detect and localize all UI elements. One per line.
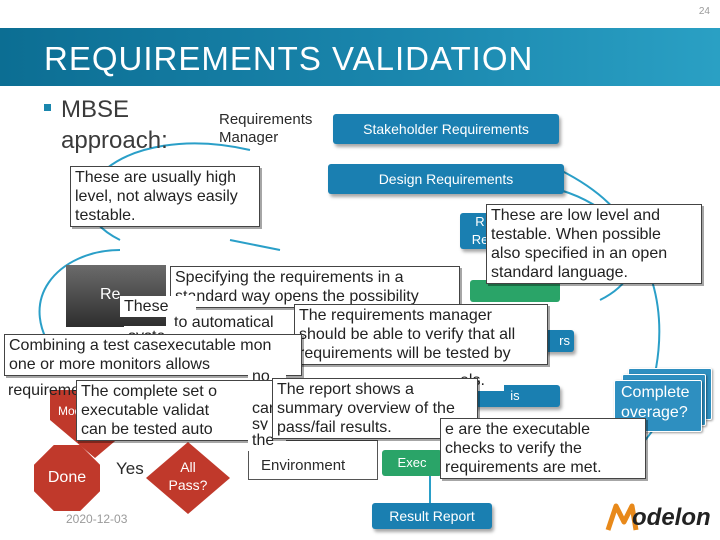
callout-executable-checks: e are the executable checks to verify th… xyxy=(440,418,646,479)
callout-low-level: These are low level and testable. When p… xyxy=(486,204,702,284)
callout-line: The requirements manager xyxy=(299,306,543,325)
combining-part-1: Combining a test cas xyxy=(9,337,158,354)
all-pass-text: All Pass? xyxy=(152,458,224,494)
yes-label: Yes xyxy=(116,460,144,478)
all-label: All xyxy=(152,458,224,476)
callout-line: should be able to verify that all xyxy=(299,325,543,344)
combining-part-2: executable mon xyxy=(158,337,271,354)
environment-label: Environment xyxy=(261,457,345,474)
callout-line: These are usually high xyxy=(75,168,255,187)
modelon-logo-text: odelon xyxy=(632,504,711,532)
requirements-manager-line-2: Manager xyxy=(219,129,312,147)
callout-specifying: Specifying the requirements in a standar… xyxy=(170,266,460,308)
callout-line: summary overview of the xyxy=(277,399,473,418)
left-req-label: Re xyxy=(100,286,120,304)
callout-line: testable. xyxy=(75,206,255,225)
callout-line: also specified in an open xyxy=(491,244,697,263)
callout-high-level: These are usually high level, not always… xyxy=(70,166,260,227)
requirements-manager-label: Requirements Manager xyxy=(219,111,312,147)
slide-date: 2020-12-03 xyxy=(66,512,127,526)
design-requirements-box[interactable]: Design Requirements xyxy=(328,164,564,194)
callout-complete-set: The complete set o executable validat ca… xyxy=(76,380,276,441)
requirements-manager-line-1: Requirements xyxy=(219,111,312,129)
stakeholder-requirements-box[interactable]: Stakeholder Requirements xyxy=(333,114,559,144)
callout-line: executable validat xyxy=(81,401,271,420)
callout-line: requirements will be tested by xyxy=(299,344,543,363)
callout-line: standard language. xyxy=(491,263,697,282)
pass-label: Pass? xyxy=(152,476,224,494)
callout-line: These are low level and xyxy=(491,206,697,225)
flow-arrow xyxy=(230,240,280,250)
bullet-square-icon xyxy=(44,104,51,111)
callout-line: The complete set o xyxy=(81,382,271,401)
callout-line: Combining a test casexecutable mon xyxy=(9,336,297,355)
callout-line: Specifying the requirements in a xyxy=(175,268,455,287)
bullet-line-1: MBSE xyxy=(61,96,129,123)
callout-line: e are the executable xyxy=(445,420,641,439)
exec-box[interactable]: Exec xyxy=(382,450,442,476)
bullet-line-2: approach: xyxy=(44,125,214,156)
callout-line: testable. When possible xyxy=(491,225,697,244)
callout-requirements-manager: The requirements manager should be able … xyxy=(294,304,548,365)
coverage-line-1: Complete xyxy=(621,383,695,403)
callout-automatical-fragment: to automatical xyxy=(170,312,298,333)
callout-line: checks to verify the xyxy=(445,439,641,458)
requireme-fragment: requireme xyxy=(8,382,80,399)
callout-line: requirements are met. xyxy=(445,458,641,477)
result-report-box[interactable]: Result Report xyxy=(372,503,492,529)
callout-line: level, not always easily xyxy=(75,187,255,206)
callout-line: The report shows a xyxy=(277,380,473,399)
callout-line: can be tested auto xyxy=(81,420,271,439)
bullet-text: MBSE approach: xyxy=(44,94,214,156)
